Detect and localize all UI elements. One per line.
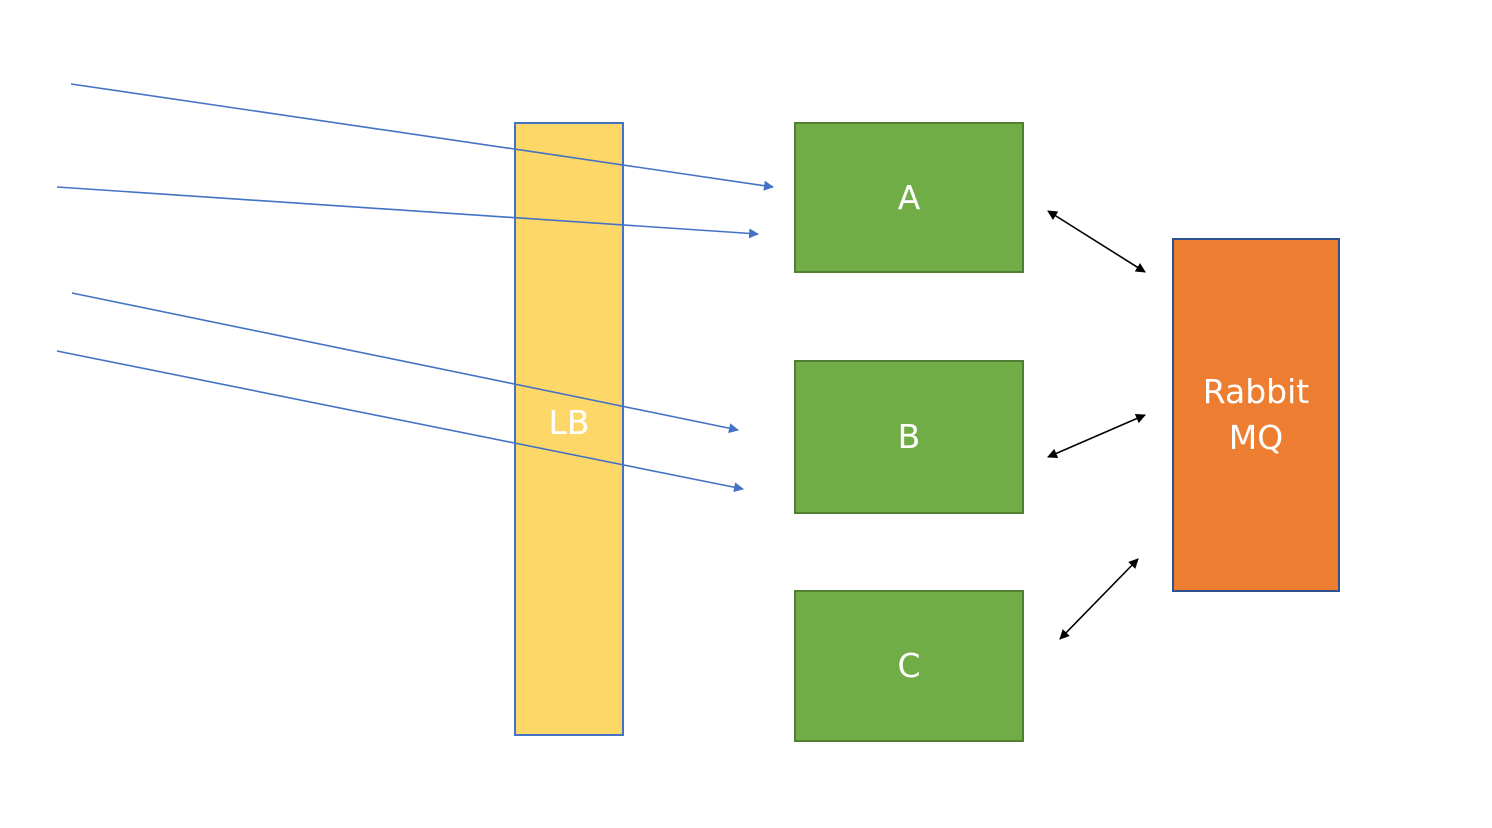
service-a-label: A	[897, 177, 921, 217]
service-c-to-rabbitmq-link	[1059, 558, 1139, 640]
service-c-label: C	[897, 646, 921, 685]
service-a-to-rabbitmq-link	[1047, 210, 1146, 273]
service-b-label: B	[897, 417, 921, 456]
service-b-to-rabbitmq-link	[1047, 413, 1146, 459]
incoming-request-arrow-3	[71, 292, 739, 434]
service-c-node[interactable]: C	[794, 590, 1024, 742]
incoming-request-arrow-2	[56, 186, 759, 239]
service-a-node[interactable]: A	[794, 122, 1024, 273]
incoming-request-arrow-1	[70, 83, 774, 191]
rabbitmq-label: Rabbit MQ	[1202, 372, 1310, 457]
service-b-node[interactable]: B	[794, 360, 1024, 514]
incoming-request-arrow-4	[56, 350, 744, 493]
load-balancer-label: LB	[548, 403, 590, 442]
rabbitmq-node[interactable]: Rabbit MQ	[1172, 238, 1340, 592]
load-balancer-node[interactable]: LB	[514, 122, 624, 736]
